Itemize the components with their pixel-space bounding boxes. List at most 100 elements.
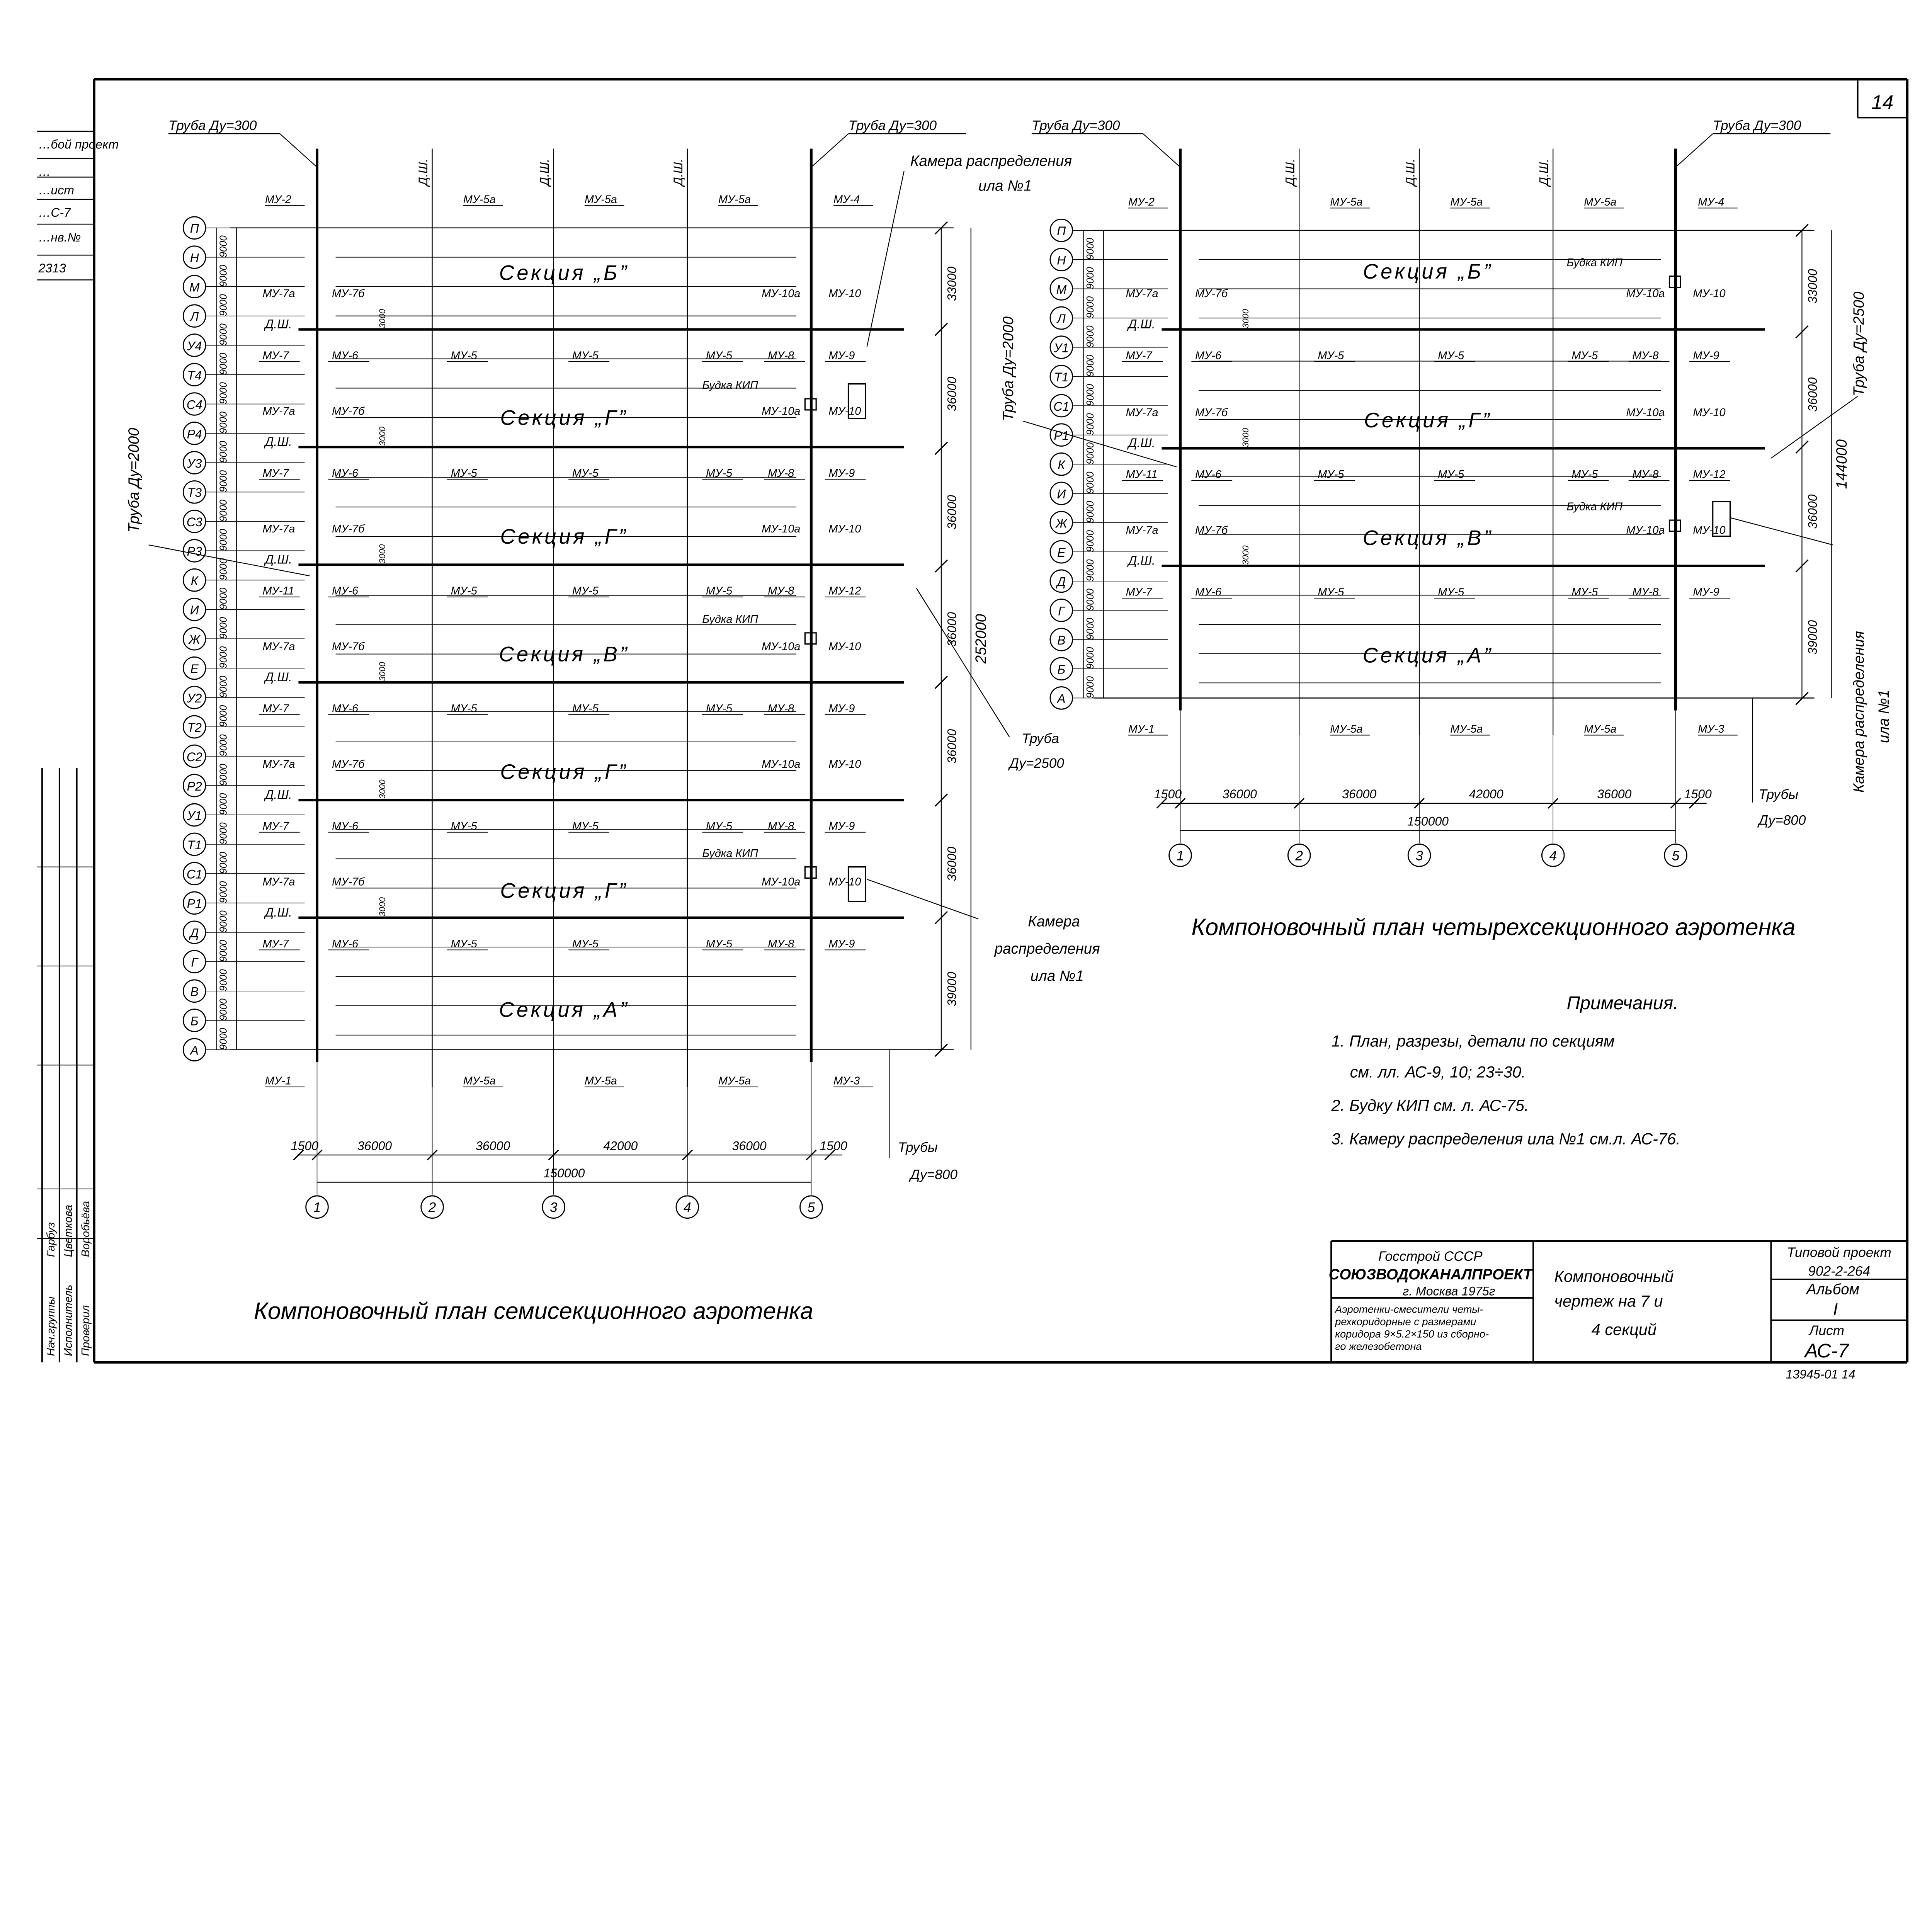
axis-row-label: Д — [1056, 575, 1066, 589]
stamp-text: …нв.№ — [38, 230, 81, 244]
axis-row-label: П — [190, 222, 199, 236]
mark-label: МУ-5 — [572, 585, 599, 597]
line — [1795, 223, 1809, 237]
drain-label: Д.Ш. — [264, 435, 292, 449]
mark-label: МУ-5а — [1450, 723, 1483, 735]
stamp-role: Исполнитель — [62, 1285, 75, 1356]
bay-width-dim: 42000 — [603, 1139, 638, 1153]
axis-row-label: Т1 — [1054, 370, 1068, 384]
section-dim: 36000 — [945, 377, 959, 411]
drain-label: Д.Ш. — [264, 552, 292, 566]
mark-label: МУ-3 — [833, 1075, 860, 1087]
mark-label: МУ-7б — [332, 641, 365, 653]
bay-dim: 9000 — [218, 793, 229, 815]
section-label: Секция „Г” — [500, 406, 628, 429]
mark-label: МУ-10а — [1626, 406, 1665, 419]
bay-dim: 9000 — [218, 764, 229, 786]
axis-row-label: С2 — [187, 750, 202, 764]
drain-label: Д.Ш. — [264, 905, 292, 919]
mark-label: МУ-5 — [451, 467, 478, 480]
bay-dim: 9000 — [1085, 267, 1096, 289]
note-item: 2. Будку КИП см. л. АС-75. — [1331, 1096, 1529, 1114]
mark-label: МУ-5 — [1571, 586, 1598, 599]
axis-row-label: В — [1057, 633, 1065, 647]
chamber-label: Камера — [1028, 913, 1080, 930]
mark-label: МУ-10 — [1693, 287, 1725, 300]
mark-label: МУ-5 — [706, 467, 733, 480]
mark-label: МУ-12 — [828, 585, 861, 597]
mark-label: МУ-6 — [1195, 586, 1222, 599]
pipe-label: Ду=2500 — [1008, 756, 1064, 771]
mark-label: МУ-5а — [718, 1075, 751, 1087]
mark-label: МУ-7б — [332, 405, 365, 418]
drawing-sheet: 14…бой проект……ист…С-7…нв.№2313Нач.групп… — [37, 78, 1909, 1381]
bay-dim: 9000 — [218, 411, 229, 434]
note-item: 3. Камеру распределения ила №1 см.л. АС-… — [1332, 1130, 1680, 1148]
section-dim: 36000 — [1806, 377, 1820, 412]
axis-row-label: У3 — [187, 456, 202, 470]
axis-row-label: Ж — [188, 633, 201, 646]
axis-column-label: 1 — [1177, 848, 1184, 863]
mark-label: МУ-8 — [768, 938, 794, 950]
axis-row-label: Е — [1057, 546, 1066, 560]
gap-dim: 3000 — [378, 897, 387, 916]
pipe-label: Трубы — [1759, 787, 1798, 802]
total-width-dim: 150000 — [1407, 815, 1449, 828]
section-dim: 36000 — [945, 495, 959, 529]
axis-row-label: Б — [1057, 663, 1065, 677]
drain-label: Д.Ш. — [264, 787, 292, 801]
stamp-role: Проверил — [80, 1305, 92, 1356]
drawing-title: Компоновочный — [1554, 1267, 1673, 1285]
bay-dim: 9000 — [218, 323, 229, 345]
mark-label: МУ-6 — [1195, 468, 1222, 481]
drain-label-vertical: Д.Ш. — [1537, 159, 1551, 187]
bay-dim: 9000 — [1085, 413, 1096, 435]
section-label: Секция „Г” — [500, 760, 628, 784]
pipe-label: Труба Ду=300 — [1713, 118, 1801, 133]
mark-label: МУ-7б — [332, 523, 365, 535]
line — [934, 559, 948, 573]
mark-label: МУ-7а — [1126, 406, 1158, 419]
axis-row-label: Л — [1056, 312, 1066, 326]
line — [1156, 798, 1167, 809]
mark-label: МУ-7 — [262, 702, 289, 715]
bay-dim: 9000 — [218, 969, 229, 991]
chamber-label: Камера распределения — [1851, 631, 1867, 793]
bay-dim: 9000 — [218, 998, 229, 1020]
bay-dim: 9000 — [218, 235, 229, 257]
bay-dim: 9000 — [218, 646, 229, 668]
mark-label: МУ-7б — [1195, 406, 1228, 419]
mark-label: МУ-7б — [332, 758, 365, 770]
drain-label-vertical: Д.Ш. — [1403, 159, 1417, 187]
axis-column-marker — [799, 1195, 823, 1219]
drawing-title: 4 секций — [1592, 1320, 1657, 1338]
section-label: Секция „Б” — [499, 261, 629, 284]
kip-label: Будка КИП — [702, 613, 758, 626]
bay-dim: 9000 — [218, 587, 229, 610]
stamp-text: …ист — [38, 183, 74, 197]
axis-column-label: 3 — [550, 1200, 558, 1215]
mark-label: МУ-5 — [1438, 349, 1464, 362]
mark-label: МУ-5 — [572, 938, 599, 950]
mark-label: МУ-8 — [1632, 468, 1658, 481]
mark-label: МУ-3 — [1698, 723, 1724, 735]
axis-row-label: Д — [189, 926, 199, 940]
drain-label-vertical: Д.Ш. — [671, 159, 685, 187]
axis-row-label: Б — [190, 1014, 199, 1028]
line — [1143, 133, 1181, 168]
stamp-text: … — [38, 165, 51, 179]
axis-row-label: Ж — [1055, 516, 1068, 530]
bay-dim: 9000 — [218, 352, 229, 375]
mark-label: МУ-7а — [1126, 287, 1158, 300]
bay-dim: 9000 — [1085, 500, 1096, 523]
mark-label: МУ-7б — [1195, 524, 1228, 536]
chamber-box — [847, 866, 866, 902]
pipe-label: Ду=800 — [1757, 813, 1806, 828]
axis-row-label: У1 — [187, 809, 202, 823]
mark-label: МУ-12 — [1693, 468, 1725, 481]
mark-label: МУ-5 — [1571, 468, 1598, 481]
pipe-label-vertical: Труба Ду=2000 — [1000, 316, 1017, 421]
mark-label: МУ-6 — [332, 938, 359, 950]
mark-label: МУ-10а — [762, 758, 800, 770]
bay-dim: 9000 — [218, 705, 229, 727]
